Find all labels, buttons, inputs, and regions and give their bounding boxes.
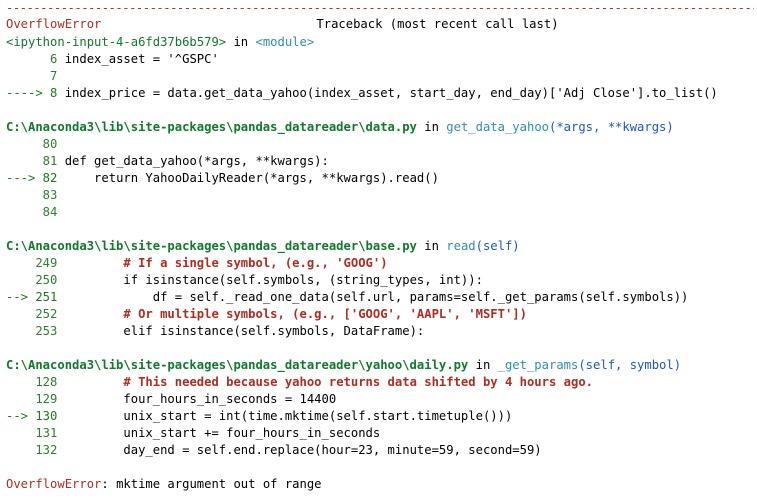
code-line: 7 (6, 68, 57, 85)
code-line-current: --> 130 unix_start = int(time.mktime(sel… (6, 408, 512, 425)
line-gutter: 84 (6, 205, 58, 219)
line-gutter: ----> 8 (6, 86, 65, 100)
code-line: 84 (6, 204, 58, 221)
frame-1-func: <module> (255, 35, 315, 49)
line-gutter: --> 130 (6, 409, 65, 423)
line-gutter: 131 (6, 426, 65, 440)
code-line: 83 (6, 187, 58, 204)
line-code: return YahooDailyReader(*args, **kwargs)… (64, 171, 439, 185)
code-line: 131 unix_start += four_hours_in_seconds (6, 425, 380, 442)
line-gutter: 132 (6, 443, 65, 457)
frame-3-in: in (416, 239, 447, 253)
line-code: df = self._read_one_data(self.url, param… (64, 290, 689, 304)
line-code: day_end = self.end.replace(hour=23, minu… (64, 443, 542, 457)
frame-4-in: in (468, 358, 498, 372)
frame-1-in: in (226, 35, 256, 49)
error-message-line: OverflowError: mktime argument out of ra… (6, 476, 322, 493)
line-code: unix_start += four_hours_in_seconds (64, 426, 381, 440)
code-line: 81 def get_data_yahoo(*args, **kwargs): (6, 153, 329, 170)
line-gutter: 128 (6, 375, 65, 389)
code-line: 80 (6, 136, 58, 153)
line-code: def get_data_yahoo(*args, **kwargs): (64, 154, 329, 168)
frame-4-signature: (self, symbol) (578, 358, 682, 372)
line-gutter: ---> 82 (6, 171, 65, 185)
frame-2-func: get_data_yahoo (446, 120, 549, 134)
line-code: elif isinstance(self.symbols, DataFrame)… (64, 324, 425, 338)
line-code: four_hours_in_seconds = 14400 (64, 392, 337, 406)
frame-3-file: C:\Anaconda3\lib\site-packages\pandas_da… (6, 239, 417, 253)
code-line-current: ---> 82 return YahooDailyReader(*args, *… (6, 170, 439, 187)
code-line: 129 four_hours_in_seconds = 14400 (6, 391, 336, 408)
error-name: OverflowError (6, 17, 102, 31)
frame-2-header: C:\Anaconda3\lib\site-packages\pandas_da… (6, 119, 674, 136)
frame-4-file: C:\Anaconda3\lib\site-packages\pandas_da… (6, 358, 469, 372)
line-code: if isinstance(self.symbols, (string_type… (64, 273, 483, 287)
frame-2-file: C:\Anaconda3\lib\site-packages\pandas_da… (6, 120, 417, 134)
line-gutter: 253 (6, 324, 65, 338)
line-code: unix_start = int(time.mktime(self.start.… (64, 409, 513, 423)
frame-3-header: C:\Anaconda3\lib\site-packages\pandas_da… (6, 238, 520, 255)
frame-2-in: in (416, 120, 447, 134)
frame-3-func: read (446, 239, 476, 253)
traceback-label: Traceback (most recent call last) (316, 17, 559, 31)
line-gutter: 129 (6, 392, 65, 406)
code-line: 6 index_asset = '^GSPC' (6, 51, 219, 68)
code-line: 253 elif isinstance(self.symbols, DataFr… (6, 323, 424, 340)
line-gutter: 83 (6, 188, 58, 202)
line-gutter: 250 (6, 273, 65, 287)
line-code: # If a single symbol, (e.g., 'GOOG') (64, 256, 388, 270)
line-gutter: 81 (6, 154, 65, 168)
traceback-header: OverflowError Traceback (most recent call… (6, 16, 559, 33)
line-code: # This needed because yahoo returns data… (64, 375, 594, 389)
code-line: 132 day_end = self.end.replace(hour=23, … (6, 442, 542, 459)
frame-1-header: <ipython-input-4-a6fd37b6b579> in <modul… (6, 34, 314, 51)
line-gutter: 252 (6, 307, 65, 321)
code-line-current: --> 251 df = self._read_one_data(self.ur… (6, 289, 688, 306)
line-gutter: 7 (6, 69, 58, 83)
code-line: 128 # This needed because yahoo returns … (6, 374, 593, 391)
separator-line: ----------------------------------------… (6, 1, 754, 15)
line-code: index_price = data.get_data_yahoo(index_… (64, 86, 718, 100)
line-gutter: 80 (6, 137, 58, 151)
error-name: OverflowError (6, 477, 102, 491)
frame-1-file: <ipython-input-4-a6fd37b6b579> (6, 35, 227, 49)
code-line: 250 if isinstance(self.symbols, (string_… (6, 272, 483, 289)
line-code: index_asset = '^GSPC' (64, 52, 219, 66)
frame-4-func: _get_params (497, 358, 579, 372)
code-line: 249 # If a single symbol, (e.g., 'GOOG') (6, 255, 388, 272)
line-code: # Or multiple symbols, (e.g., ['GOOG', '… (64, 307, 527, 321)
frame-2-signature: (*args, **kwargs) (549, 120, 674, 134)
line-gutter: 249 (6, 256, 65, 270)
code-line-current: ----> 8 index_price = data.get_data_yaho… (6, 85, 718, 102)
line-gutter: --> 251 (6, 290, 65, 304)
line-gutter: 6 (6, 52, 65, 66)
frame-3-signature: (self) (475, 239, 520, 253)
error-message: : mktime argument out of range (101, 477, 322, 491)
frame-4-header: C:\Anaconda3\lib\site-packages\pandas_da… (6, 357, 681, 374)
code-line: 252 # Or multiple symbols, (e.g., ['GOOG… (6, 306, 527, 323)
